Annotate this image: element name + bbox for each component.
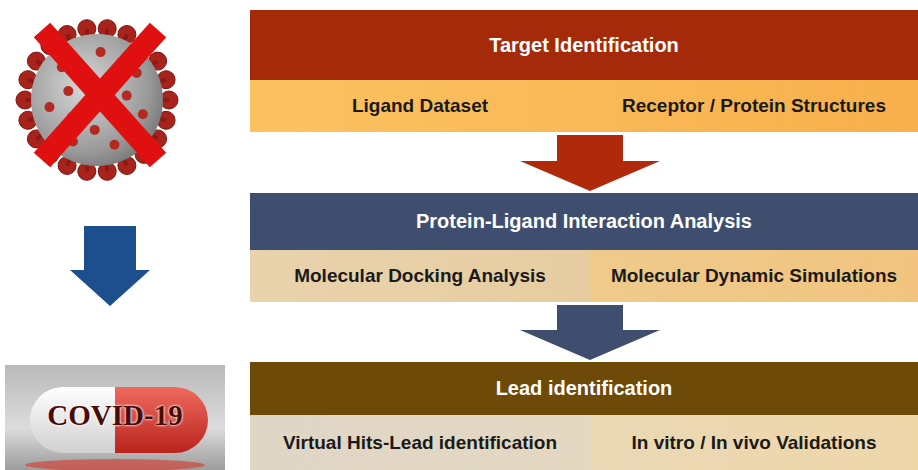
flow-arrow [520, 305, 660, 360]
stage-title: Protein-Ligand Interaction Analysis [416, 210, 752, 233]
band-header: Protein-Ligand Interaction Analysis [250, 193, 918, 250]
virus-dot [110, 140, 120, 150]
sub-step-box: In vitro / In vivo Validations [590, 415, 918, 470]
step-label: Ligand Dataset [352, 95, 488, 117]
virus-dot [122, 91, 132, 101]
step-label: Molecular Docking Analysis [294, 265, 546, 287]
band-header: Lead identification [250, 362, 918, 415]
sub-step-box: Receptor / Protein Structures [590, 80, 918, 132]
step-label: Receptor / Protein Structures [622, 95, 886, 117]
stage-band: Protein-Ligand Interaction AnalysisMolec… [250, 193, 918, 302]
step-label: Molecular Dynamic Simulations [611, 265, 897, 287]
virus-dot [63, 86, 73, 96]
down-arrow [70, 226, 150, 306]
virus-dot [45, 102, 55, 112]
virus-dot [138, 109, 148, 119]
sub-step-box: Virtual Hits-Lead identification [250, 415, 590, 470]
stage-title: Lead identification [496, 377, 673, 400]
stage-title: Target Identification [489, 34, 679, 57]
sub-step-box: Molecular Docking Analysis [250, 250, 590, 302]
step-label: In vitro / In vivo Validations [632, 432, 877, 454]
cross-mark [42, 30, 158, 160]
flow-arrow [520, 135, 660, 191]
band-header: Target Identification [250, 10, 918, 80]
virus-dot [96, 47, 106, 57]
capsule-label: COVID-19 [47, 399, 182, 432]
capsule-image: COVID-19 [5, 365, 225, 470]
sub-step-box: Ligand Dataset [250, 80, 590, 132]
stage-band: Target IdentificationLigand Dataset Recep… [250, 10, 918, 132]
virus-illustration [16, 20, 178, 181]
virus-dot [90, 125, 100, 135]
stage-band: Lead identificationVirtual Hits-Lead ide… [250, 362, 918, 470]
sub-step-box: Molecular Dynamic Simulations [590, 250, 918, 302]
step-label: Virtual Hits-Lead identification [283, 432, 557, 454]
